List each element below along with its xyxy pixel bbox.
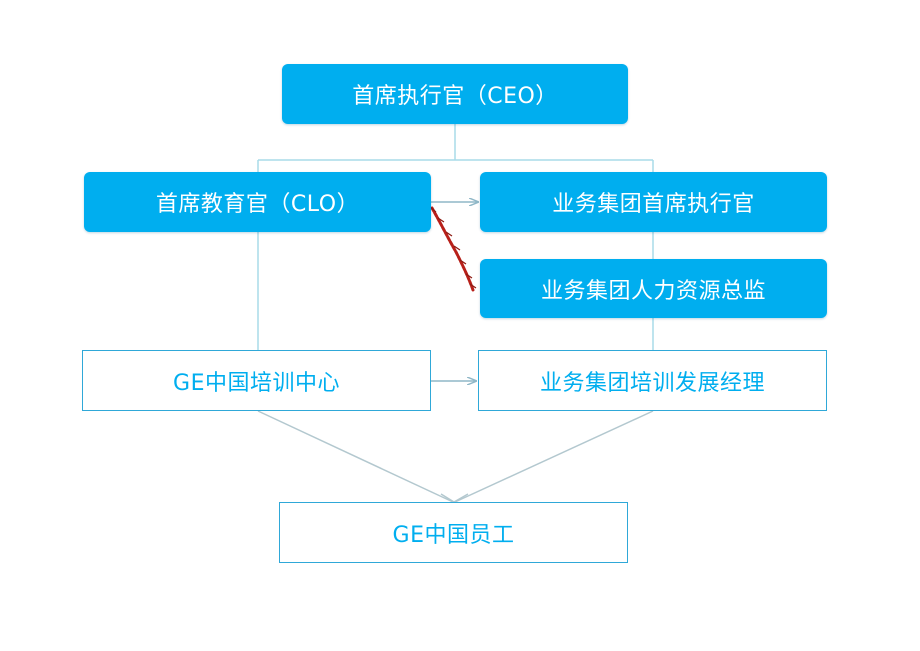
bu-hr-director-box: 业务集团人力资源总监 (480, 259, 827, 318)
bu-training-manager-box: 业务集团培训发展经理 (478, 350, 827, 411)
ge-china-training-center-box: GE中国培训中心 (82, 350, 431, 411)
ceo-label: 首席执行官（CEO） (352, 84, 558, 109)
red-pen-mark-hatching (429, 206, 477, 289)
bu-ceo-label: 业务集团首席执行官 (552, 192, 755, 217)
ge-china-training-center-label: GE中国培训中心 (173, 370, 340, 396)
ceo-to-level2-bracket (257, 124, 654, 172)
ge-china-employees-box: GE中国员工 (279, 502, 628, 563)
converge-to-employees-lines (257, 410, 654, 503)
bu-training-manager-label: 业务集团培训发展经理 (539, 370, 765, 396)
ceo-box: 首席执行官（CEO） (282, 64, 628, 124)
red-pen-mark (430, 206, 475, 292)
ge-china-employees-label: GE中国员工 (392, 522, 515, 548)
bu-ceo-box: 业务集团首席执行官 (480, 172, 827, 232)
clo-box: 首席教育官（CLO） (84, 172, 431, 232)
clo-label: 首席教育官（CLO） (155, 192, 360, 217)
bu-hr-director-label: 业务集团人力资源总监 (540, 278, 766, 304)
